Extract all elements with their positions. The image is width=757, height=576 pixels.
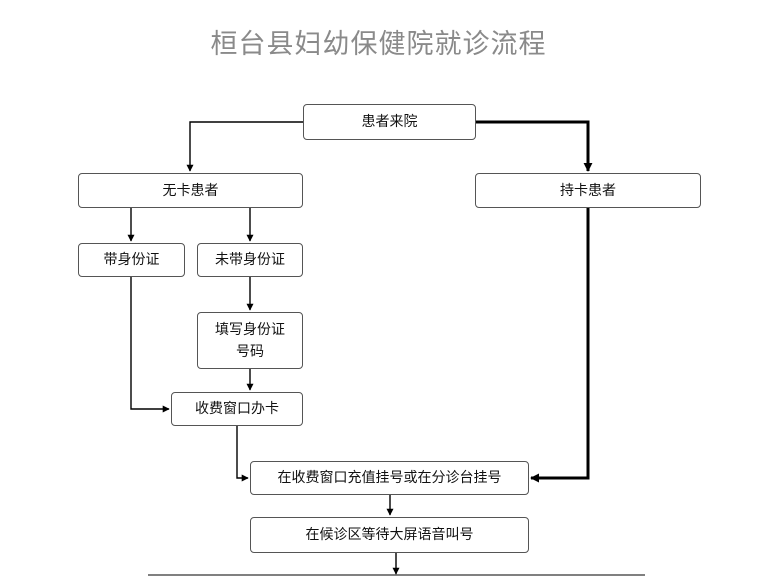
arrow-with-id-to-issue-card <box>130 277 170 413</box>
node-no-card-patient: 无卡患者 <box>78 173 303 208</box>
arrow-arrival-to-no-card <box>186 121 303 172</box>
node-no-card-patient-label: 无卡患者 <box>162 182 219 199</box>
node-fill-id-number: 填写身份证 号码 <box>197 312 303 369</box>
arrow-with-card-to-register <box>530 208 590 483</box>
node-with-id-card: 带身份证 <box>78 243 185 277</box>
node-wait-for-call: 在候诊区等待大屏语音叫号 <box>250 517 529 553</box>
node-card-holder-patient-label: 持卡患者 <box>560 182 616 199</box>
node-issue-card-at-cashier: 收费窗口办卡 <box>171 392 303 426</box>
node-without-id-card: 未带身份证 <box>197 243 303 277</box>
node-register: 在收费窗口充值挂号或在分诊台挂号 <box>250 461 529 495</box>
arrow-arrival-to-with-card <box>476 120 593 172</box>
node-issue-card-at-cashier-label: 收费窗口办卡 <box>195 401 279 417</box>
node-card-holder-patient: 持卡患者 <box>475 173 701 208</box>
node-patient-arrival: 患者来院 <box>303 104 476 140</box>
node-fill-id-number-label: 填写身份证 号码 <box>215 321 285 360</box>
page-title: 桓台县妇幼保健院就诊流程 <box>210 29 547 60</box>
node-without-id-card-label: 未带身份证 <box>215 252 285 268</box>
node-wait-for-call-label: 在候诊区等待大屏语音叫号 <box>305 527 474 543</box>
arrow-issue-card-to-register <box>236 426 249 482</box>
node-patient-arrival-label: 患者来院 <box>361 114 418 130</box>
node-register-label: 在收费窗口充值挂号或在分诊台挂号 <box>277 470 502 486</box>
node-with-id-card-label: 带身份证 <box>103 252 160 268</box>
